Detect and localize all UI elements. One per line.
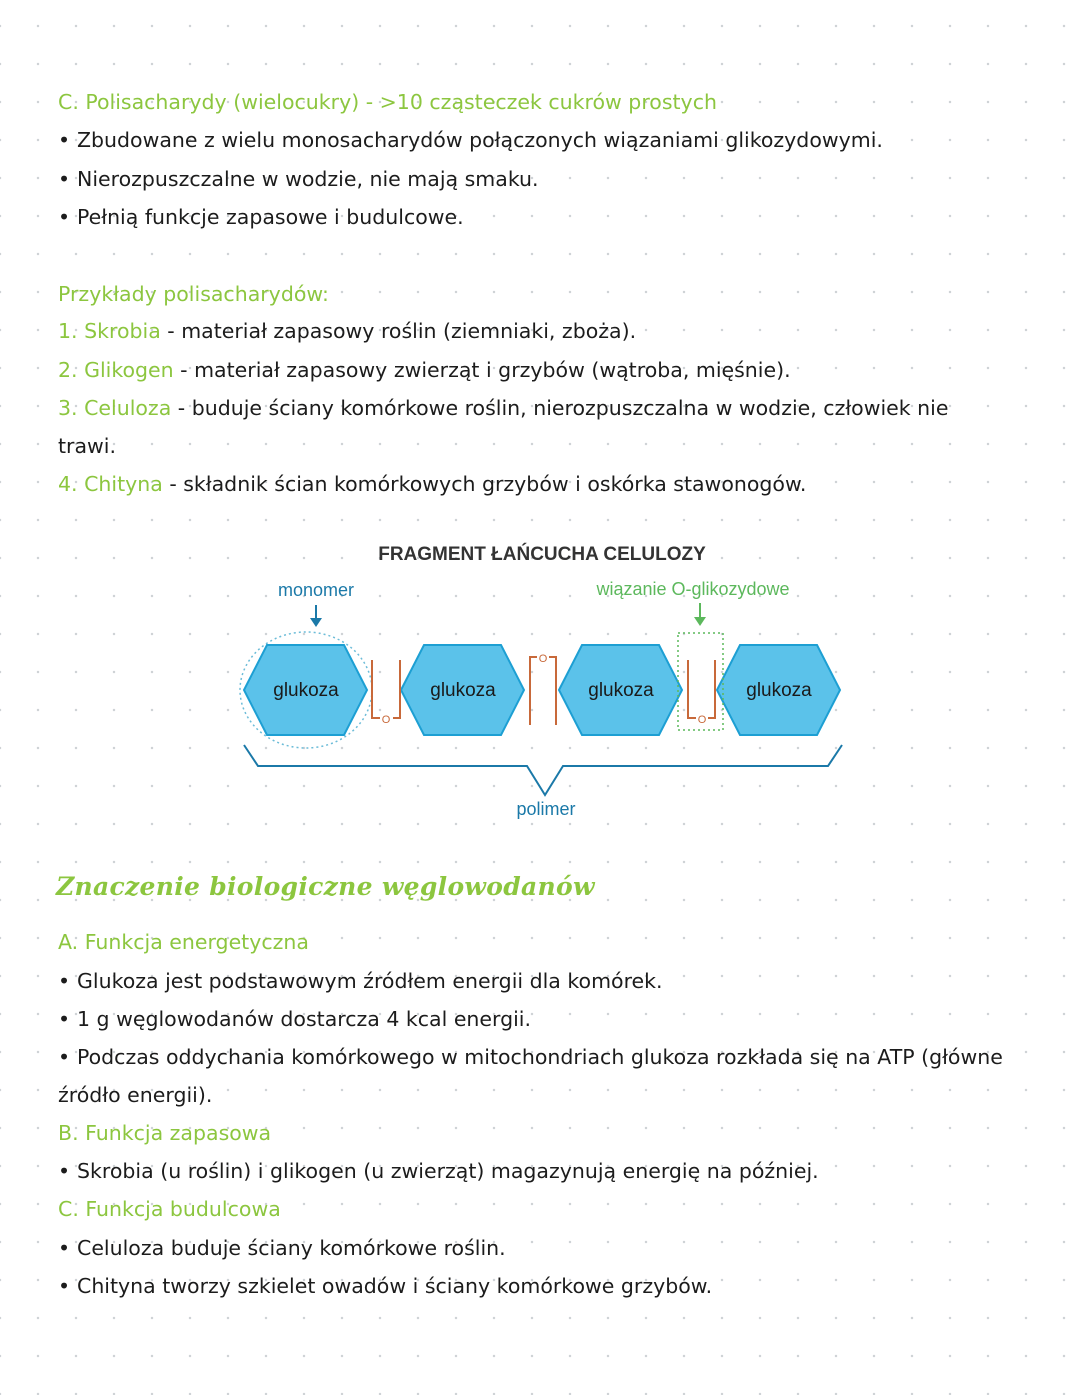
example-term: 1. Skrobia [58,319,161,343]
example-item: 3. Celuloza - buduje ściany komórkowe ro… [58,389,1040,427]
glucose-label: glukoza [588,680,654,701]
examples-heading: Przykłady polisacharydów: [58,282,329,306]
bullet-item: •Zbudowane z wielu monosacharydów połącz… [58,121,1040,159]
oxygen-label: O [539,653,548,665]
bullet-dot: • [58,128,71,152]
example-item: 4. Chityna - składnik ścian komórkowych … [58,465,1040,503]
example-item: 1. Skrobia - materiał zapasowy roślin (z… [58,312,1040,350]
bullet-item: •Chityna tworzy szkielet owadów i ściany… [58,1267,1040,1305]
example-term: 2. Glikogen [58,358,174,382]
oxygen-label: O [382,714,391,726]
bullet-dot: • [58,1274,71,1298]
monomer-label: monomer [278,580,354,600]
example-desc: - materiał zapasowy roślin (ziemniaki, z… [160,319,637,343]
bullet-text: Glukoza jest podstawowym źródłem energii… [77,969,663,993]
glucose-label: glukoza [746,680,812,701]
oxygen-label: O [698,714,707,726]
glycosidic-bond: O [371,660,401,726]
function-b-heading: B. Funkcja zapasowa [58,1121,272,1145]
glucose-label: glukoza [273,680,339,701]
glucose-label: glukoza [430,680,496,701]
example-desc: - buduje ściany komórkowe roślin, nieroz… [171,396,949,420]
bullet-dot: • [58,1236,71,1260]
bullet-item: •Glukoza jest podstawowym źródłem energi… [58,962,1040,1000]
example-desc: - składnik ścian komórkowych grzybów i o… [162,472,807,496]
function-c-heading: C. Funkcja budulcowa [58,1197,281,1221]
bullet-dot: • [58,969,71,993]
bullet-text: Pełnią funkcje zapasowe i budulcowe. [77,205,464,229]
example-term: 3. Celuloza [58,396,172,420]
bond-highlight [677,632,724,731]
bullet-continuation: źródło energii). [58,1083,213,1107]
bullet-text: Podczas oddychania komórkowego w mitocho… [77,1045,1003,1069]
bullet-text: 1 g węglowodanów dostarcza 4 kcal energi… [77,1007,532,1031]
bullet-dot: • [58,167,71,191]
example-item: 2. Glikogen - materiał zapasowy zwierząt… [58,351,1040,389]
bullet-text: Celuloza buduje ściany komórkowe roślin. [77,1236,506,1260]
bullet-dot: • [58,1159,71,1183]
polymer-label: polimer [516,799,575,819]
diagram-title: FRAGMENT ŁAŃCUCHA CELULOZY [378,543,706,565]
significance-heading: Znaczenie biologiczne węglowodanów [56,872,595,901]
bullet-dot: • [58,1007,71,1031]
bullet-item: •1 g węglowodanów dostarcza 4 kcal energ… [58,1000,1040,1038]
cellulose-chain-diagram: FRAGMENT ŁAŃCUCHA CELULOZY monomer wiąza… [239,543,843,819]
function-a-heading: A. Funkcja energetyczna [58,930,309,954]
bullet-text: Skrobia (u roślin) i glikogen (u zwierzą… [77,1159,819,1183]
polymer-brace [243,744,843,797]
monomer-arrow [310,605,322,627]
bullet-dot: • [58,205,71,229]
bullet-item: •Skrobia (u roślin) i glikogen (u zwierz… [58,1152,1040,1190]
bullet-item: •Pełnią funkcje zapasowe i budulcowe. [58,198,1040,236]
example-continuation: trawi. [58,434,117,458]
bullet-text: Nierozpuszczalne w wodzie, nie mają smak… [77,167,539,191]
bullet-item: •Celuloza buduje ściany komórkowe roślin… [58,1229,1040,1267]
bullet-text: Chityna tworzy szkielet owadów i ściany … [77,1274,713,1298]
glycosidic-bond: O [529,653,557,725]
bond-arrow [694,603,706,626]
bullet-dot: • [58,1045,71,1069]
example-term: 4. Chityna [58,472,163,496]
glycosidic-bond: O [687,660,716,726]
glucose-unit: glukoza [242,644,369,736]
bullet-item: •Nierozpuszczalne w wodzie, nie mają sma… [58,160,1040,198]
section-c-heading: C. Polisacharydy (wielocukry) - >10 cząs… [58,90,717,114]
example-desc: - materiał zapasowy zwierząt i grzybów (… [173,358,791,382]
glucose-unit: glukoza [399,644,526,736]
bond-label: wiązanie O-glikozydowe [595,579,789,599]
glucose-unit: glukoza [557,644,684,736]
glucose-unit: glukoza [715,644,842,736]
bullet-text: Zbudowane z wielu monosacharydów połączo… [77,128,883,152]
bullet-item: •Podczas oddychania komórkowego w mitoch… [58,1038,1040,1076]
